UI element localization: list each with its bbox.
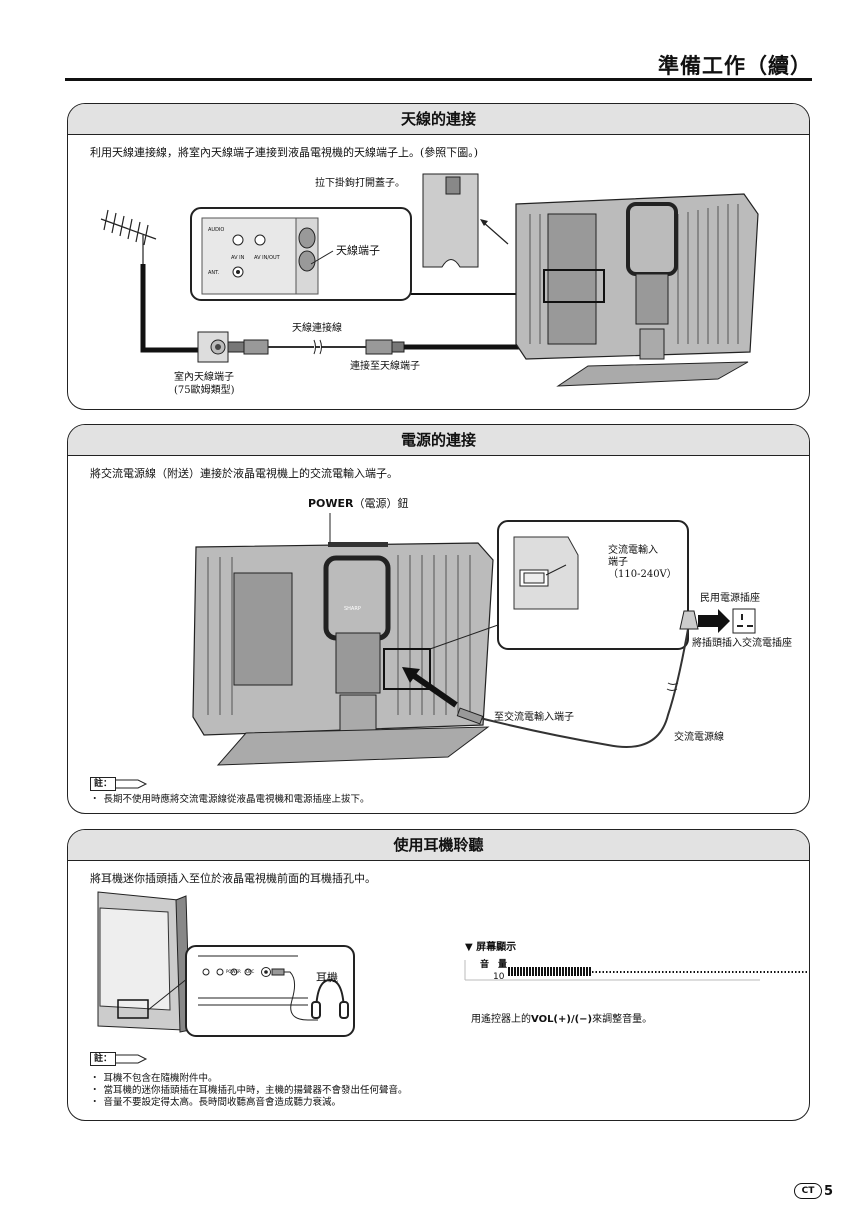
power-notes: 長期不使用時應將交流電源線從液晶電視機和電源插座上拔下。 <box>90 794 370 806</box>
power-note-badge: 註： <box>90 777 148 791</box>
headphones-heading: 使用耳機聆聽 <box>68 830 809 861</box>
volume-bar-filled <box>565 967 567 976</box>
headphone-label: 耳機 <box>316 971 338 984</box>
ac-cord-label: 交流電源線 <box>674 732 724 743</box>
household-outlet-label: 民用電源插座 <box>700 593 760 604</box>
headphones-note-item: 音量不要設定得太高。長時間收聽高音會造成聽力衰減。 <box>90 1097 408 1109</box>
power-button-label: POWER（電源）鈕 <box>308 497 409 510</box>
terminal-label: 天線端子 <box>336 244 380 257</box>
volume-instruction-post: 來調整音量。 <box>592 1014 653 1025</box>
volume-bar-filled <box>559 967 561 976</box>
note-label: 註： <box>90 1052 116 1066</box>
osd-volume-value: 10 <box>493 972 505 982</box>
cover-label: 拉下掛鉤打開蓋子。 <box>315 178 405 189</box>
power-intro: 將交流電源線（附送）連接於液晶電視機上的交流電輸入端子。 <box>90 467 398 480</box>
volume-bar-filled <box>514 967 516 976</box>
volume-bar-filled <box>511 967 513 976</box>
antenna-section: 天線的連接 利用天線連接線，將室內天線端子連接到液晶電視機的天線端子上。(參照下… <box>67 103 810 410</box>
tv-rear-illustration <box>515 193 759 387</box>
volume-bar-filled <box>556 967 558 976</box>
panel-avin-label: AV IN <box>231 255 245 261</box>
connect-label: 連接至天線端子 <box>350 361 420 372</box>
volume-bar-filled <box>568 967 570 976</box>
power-button-label-rest: （電源）鈕 <box>353 497 409 510</box>
headphones-note-item: 當耳機的迷你插頭插在耳機插孔中時，主機的揚聲器不會發出任何聲音。 <box>90 1085 408 1097</box>
volume-bar-filled <box>526 967 528 976</box>
wall-outlet-icon <box>197 331 229 363</box>
panel-avout-label: AV IN/OUT <box>254 255 280 261</box>
volume-bar-filled <box>583 967 585 976</box>
volume-bar-filled <box>580 967 582 976</box>
tv-rear-power-illustration <box>192 542 494 766</box>
ac-input-voltage: （110-240V） <box>608 569 677 580</box>
ac-input-label-1: 交流電輸入 <box>608 545 658 556</box>
volume-bar-filled <box>544 967 546 976</box>
note-arrow-icon <box>115 1054 148 1064</box>
volume-level-bar <box>508 967 808 976</box>
panel-power-label: POWER <box>226 969 241 974</box>
volume-bar-filled <box>538 967 540 976</box>
language-badge: CT <box>794 1183 822 1199</box>
volume-bar-filled <box>535 967 537 976</box>
headphones-note-item: 耳機不包含在隨機附件中。 <box>90 1073 408 1085</box>
volume-bar-filled <box>547 967 549 976</box>
volume-bar-filled <box>550 967 552 976</box>
headphones-diagram <box>97 891 808 1037</box>
volume-instruction-key: VOL(+)/(−) <box>531 1014 593 1025</box>
volume-bar-filled <box>541 967 543 976</box>
note-label: 註： <box>90 777 116 791</box>
antenna-heading: 天線的連接 <box>68 104 809 135</box>
headphones-intro: 將耳機迷你插頭插入至位於液晶電視機前面的耳機插孔中。 <box>90 872 376 885</box>
headphones-note-badge: 註： <box>90 1052 148 1066</box>
panel-audio-label: AUDIO <box>208 227 225 233</box>
volume-instruction: 用遙控器上的VOL(+)/(−)來調整音量。 <box>471 1013 652 1026</box>
headphones-icon <box>311 978 349 1019</box>
outdoor-antenna-icon <box>100 209 157 344</box>
volume-bar-filled <box>532 967 534 976</box>
osd-title-text: 屏幕顯示 <box>476 942 517 953</box>
volume-bar-filled <box>574 967 576 976</box>
volume-bar-filled <box>577 967 579 976</box>
volume-bar-filled <box>508 967 510 976</box>
osd-volume-label: 音 量 <box>480 960 508 970</box>
volume-bar-filled <box>517 967 519 976</box>
panel-ant-label: ANT. <box>208 270 220 276</box>
ac-input-label-2: 端子 <box>608 557 628 568</box>
brand-logo: SHARP <box>344 606 361 612</box>
volume-bar-filled <box>586 967 588 976</box>
osd-title: ▼ 屏幕顯示 <box>465 942 517 953</box>
power-note-item: 長期不使用時應將交流電源線從液晶電視機和電源插座上拔下。 <box>90 794 370 806</box>
headphones-notes: 耳機不包含在隨機附件中。 當耳機的迷你插頭插在耳機插孔中時，主機的揚聲器不會發出… <box>90 1073 408 1109</box>
cable-label: 天線連接線 <box>292 323 342 334</box>
volume-bar-filled <box>553 967 555 976</box>
plug-insert-label: 將插頭插入交流電插座 <box>692 638 792 649</box>
wall-terminal-label: 室內天線端子 <box>174 372 234 383</box>
volume-instruction-pre: 用遙控器上的 <box>471 1014 531 1025</box>
power-section: 電源的連接 將交流電源線（附送）連接於液晶電視機上的交流電輸入端子。 <box>67 424 810 814</box>
to-ac-input-label: 至交流電輸入端子 <box>494 712 574 723</box>
note-arrow-icon <box>115 779 148 789</box>
volume-bar-filled <box>562 967 564 976</box>
volume-bar-filled <box>520 967 522 976</box>
title-rule <box>65 78 812 81</box>
volume-bar-filled <box>589 967 591 976</box>
page-number: 5 <box>823 1184 833 1199</box>
antenna-diagram <box>100 173 759 387</box>
tv-front-illustration <box>97 891 191 1033</box>
power-button-label-bold: POWER <box>308 497 354 510</box>
volume-bar-filled <box>571 967 573 976</box>
power-heading: 電源的連接 <box>68 425 809 456</box>
volume-bar-filled <box>523 967 525 976</box>
power-diagram <box>192 513 756 766</box>
antenna-intro: 利用天線連接線，將室內天線端子連接到液晶電視機的天線端子上。(參照下圖。) <box>90 146 479 159</box>
page-title: 準備工作（續） <box>658 54 812 78</box>
panel-opc-label: OPC <box>246 969 255 974</box>
wall-terminal-type: (75歐姆類型) <box>174 385 235 396</box>
volume-bar-filled <box>529 967 531 976</box>
headphones-section: 使用耳機聆聽 將耳機迷你插頭插入至位於液晶電視機前面的耳機插孔中。 <box>67 829 810 1121</box>
